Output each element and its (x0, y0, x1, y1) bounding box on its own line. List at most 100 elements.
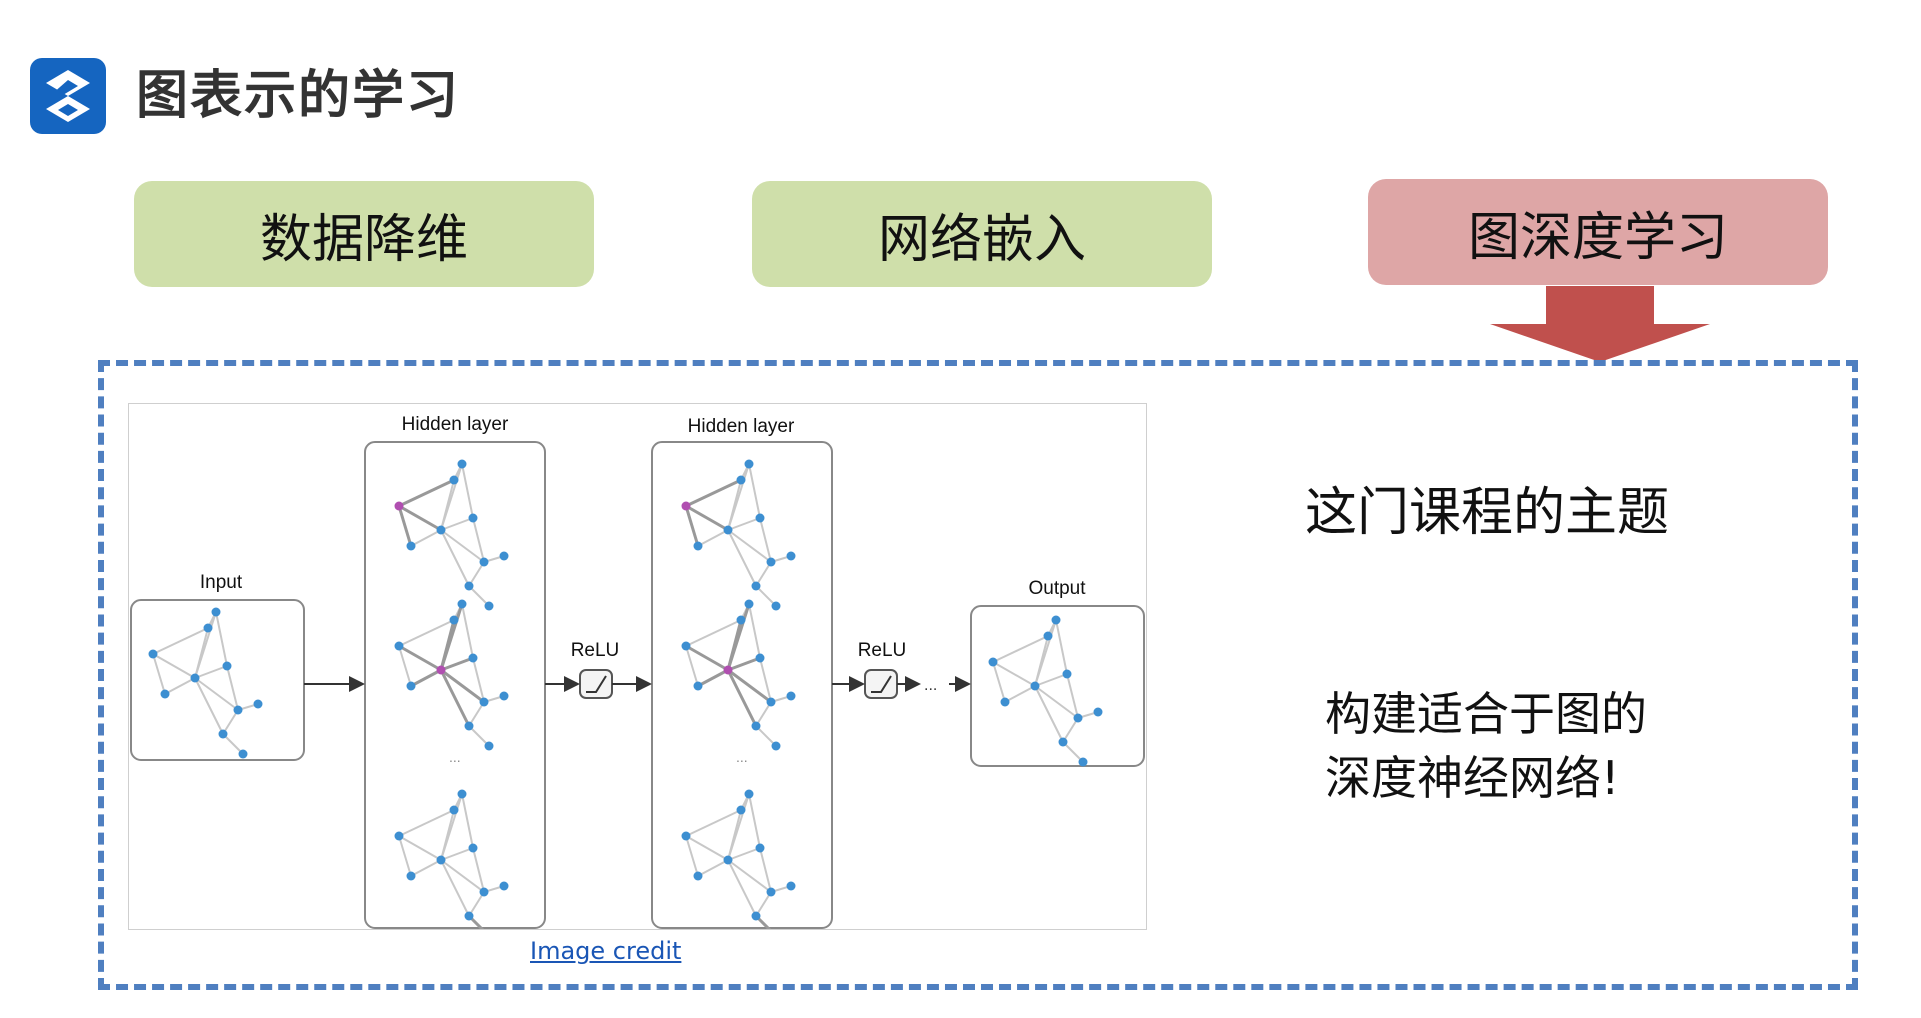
hidden1-graph-top (394, 459, 509, 611)
graph-node (744, 599, 754, 609)
graph-node (1078, 757, 1088, 767)
graph-node (723, 855, 733, 865)
graph-node (449, 475, 459, 485)
output-ellipsis: ... (924, 677, 937, 694)
graph-node (499, 881, 509, 891)
graph-edge (727, 847, 761, 861)
graph-edge (1034, 685, 1079, 719)
graph-edge (440, 793, 463, 861)
graph-node (406, 541, 416, 551)
graph-edge (440, 668, 485, 704)
hidden2-graph-bottom (681, 789, 796, 941)
graph-edge (398, 478, 455, 508)
graph-edge (755, 701, 772, 727)
graph-edge (685, 835, 699, 877)
graph-node (468, 843, 478, 853)
graph-node (394, 641, 404, 651)
graph-edge (468, 561, 485, 587)
graph-edge (468, 725, 490, 747)
graph-edge (472, 847, 485, 893)
graph-edge (468, 701, 485, 727)
side-description: 构建适合于图的 深度神经网络! (1325, 682, 1647, 810)
down-arrow-icon (1490, 286, 1710, 362)
graph-edge (727, 529, 757, 587)
graph-edge (215, 611, 228, 667)
graph-node (755, 843, 765, 853)
hidden1-graph-bottom (394, 789, 509, 941)
graph-edge (439, 603, 464, 671)
graph-edge (755, 561, 772, 587)
graph-edge (398, 835, 412, 877)
topic-graph-deep-learning: 图深度学习 (1368, 179, 1828, 285)
graph-edge (461, 463, 474, 519)
graph-edge (759, 657, 772, 703)
image-credit-link[interactable]: Image credit (530, 937, 682, 965)
graph-edge (727, 529, 772, 563)
graph-edge (1055, 619, 1068, 675)
topic-dimensionality-reduction: 数据降维 (134, 181, 594, 287)
graph-node-highlighted (436, 665, 446, 675)
graph-edge (685, 504, 729, 532)
logo (30, 58, 106, 134)
graph-node (766, 887, 776, 897)
graph-node (457, 789, 467, 799)
graph-node (468, 653, 478, 663)
graph-node (406, 871, 416, 881)
graph-edge (1066, 673, 1079, 719)
highlight-frame (98, 360, 1858, 990)
graph-edge (461, 793, 474, 849)
graph-node (238, 749, 248, 759)
graph-node (436, 525, 446, 535)
hidden1-graph-middle (394, 599, 509, 751)
graph-node (755, 653, 765, 663)
graph-node (786, 691, 796, 701)
graph-edge (398, 504, 442, 532)
graph-node-highlighted (681, 501, 691, 511)
graph-node (681, 831, 691, 841)
graph-edge (398, 809, 455, 837)
graph-edge (164, 677, 196, 695)
graph-edge (759, 517, 772, 563)
graph-node (222, 661, 232, 671)
graph-node (211, 607, 221, 617)
graph-node (1058, 737, 1068, 747)
graph-node (693, 541, 703, 551)
graph-node (479, 697, 489, 707)
graph-edge (472, 657, 485, 703)
graph-edge (1062, 717, 1079, 743)
graph-node (484, 601, 494, 611)
graph-edge (222, 709, 239, 735)
graph-node (479, 557, 489, 567)
graph-node (468, 513, 478, 523)
graph-edge (440, 859, 470, 917)
output-graph (988, 615, 1103, 767)
graph-node (988, 657, 998, 667)
graph-edge (697, 859, 729, 877)
graph-node (1000, 697, 1010, 707)
graph-edge (194, 611, 217, 679)
graph-node (233, 705, 243, 715)
graph-node (766, 557, 776, 567)
graph-node (436, 855, 446, 865)
graph-edge (440, 847, 474, 861)
graph-node (190, 673, 200, 683)
graph-edge (440, 529, 470, 587)
input-panel (130, 599, 305, 761)
graph-edge (472, 517, 485, 563)
graph-edge (685, 619, 742, 647)
graph-edge (992, 661, 1036, 687)
graph-edge (152, 653, 166, 695)
graph-node (499, 551, 509, 561)
graph-edge (410, 529, 442, 547)
graph-edge (398, 835, 442, 861)
graph-edge (222, 733, 244, 755)
graph-node (693, 681, 703, 691)
graph-edge (727, 793, 750, 861)
graph-edge (727, 463, 750, 531)
graph-edge (398, 619, 455, 647)
graph-edge (398, 645, 412, 687)
graph-edge (685, 644, 729, 672)
graph-node-highlighted (394, 501, 404, 511)
graph-edge (685, 809, 742, 837)
graph-edge (194, 665, 228, 679)
